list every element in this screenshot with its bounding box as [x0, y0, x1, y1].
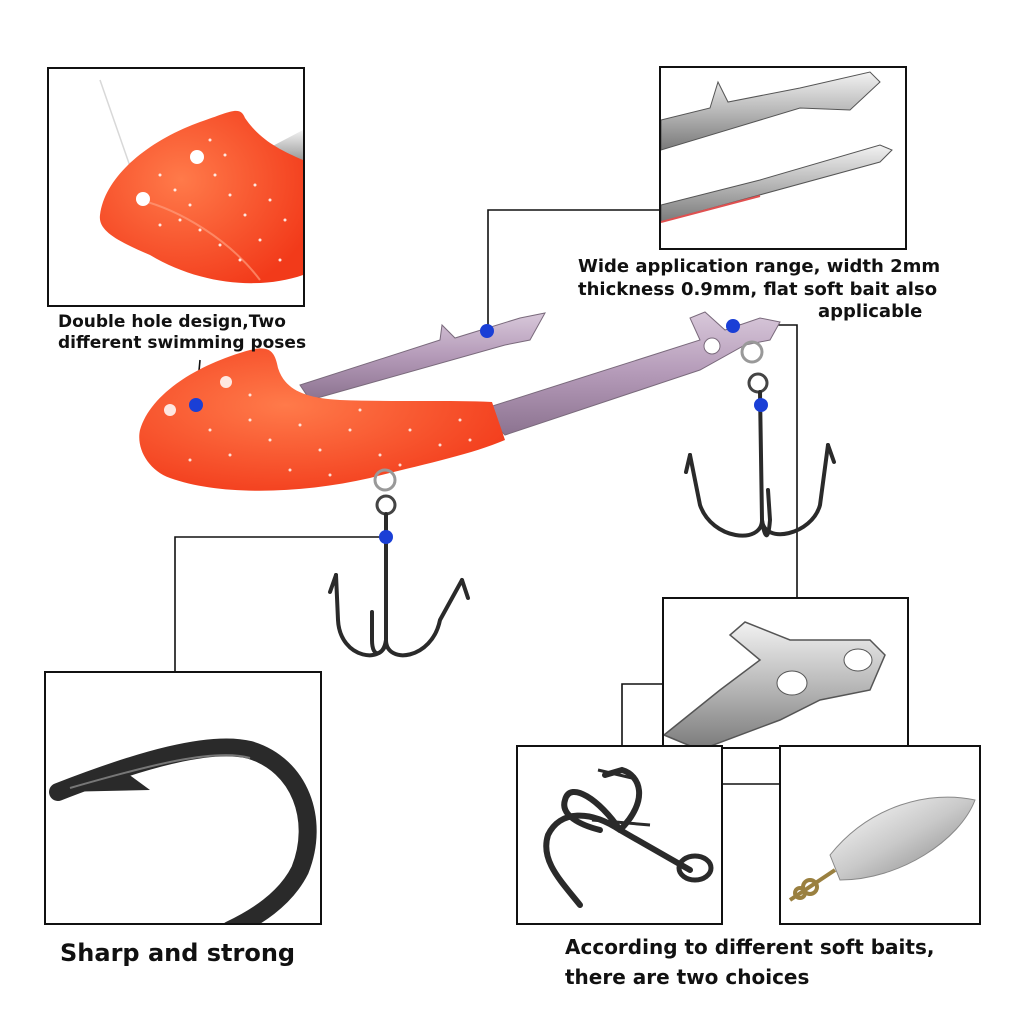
callout-double-hole-line1: Double hole design,Two [58, 312, 286, 332]
callout-double-hole-line2: different swimming poses [58, 333, 307, 354]
detail-box-hook-point [44, 671, 322, 925]
detail-box-shaft-eye [662, 597, 909, 749]
callout-choices-line1: According to different soft baits, [565, 935, 935, 959]
callout-double-hole: Double hole design,Two different swimmin… [58, 312, 388, 355]
callout-markers [189, 319, 768, 544]
treble-hook-rear [684, 390, 836, 538]
callout-two-choices: According to different soft baits, there… [565, 932, 1005, 992]
callout-sharp-strong: Sharp and strong [60, 939, 296, 967]
detail-box-shaft [659, 66, 907, 250]
callout-width-line1: Wide application range, width 2mm [578, 256, 941, 277]
callout-width-line3: applicable [818, 301, 923, 322]
detail-box-lure-head [47, 67, 305, 307]
treble-hook-front [328, 512, 470, 658]
choice-box-spinner-blade [779, 745, 981, 925]
callout-width-line2: thickness 0.9mm, flat soft bait also [578, 278, 938, 300]
choice-box-treble-hook [516, 745, 723, 925]
callout-width-thickness: Wide application range, width 2mm thickn… [578, 256, 1008, 324]
callout-choices-line2: there are two choices [565, 965, 810, 989]
